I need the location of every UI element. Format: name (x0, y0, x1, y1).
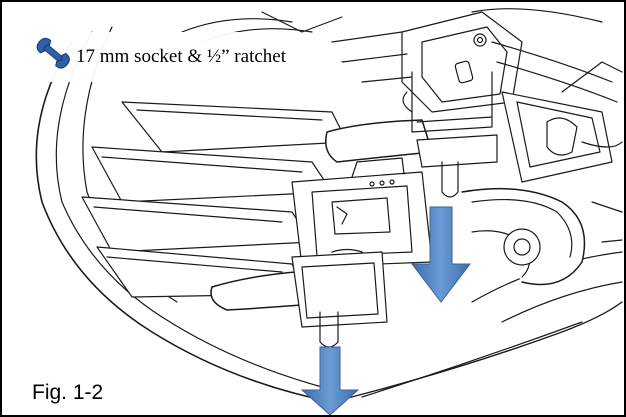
wrench-icon (36, 37, 70, 69)
tool-label: 17 mm socket & ½” ratchet (76, 46, 286, 67)
tool-callout: 17 mm socket & ½” ratchet (26, 32, 292, 82)
down-arrow-right (410, 206, 472, 303)
down-arrow-left (300, 346, 360, 415)
figure-caption: Fig. 1-2 (28, 381, 108, 405)
